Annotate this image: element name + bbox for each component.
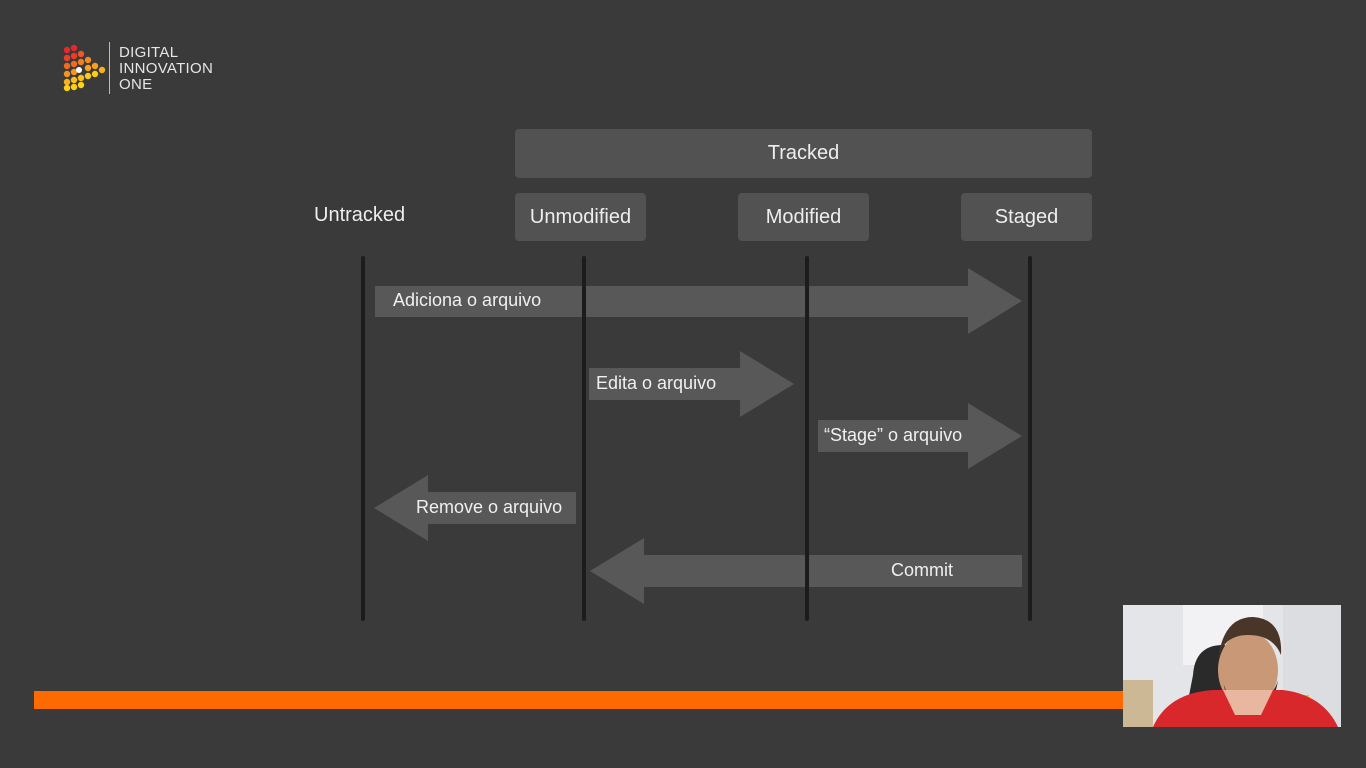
tracked-label: Tracked <box>767 142 840 164</box>
arrow-edit-file <box>589 351 794 417</box>
progress-bar-fill <box>34 691 1134 709</box>
lifeline-unmodified <box>582 256 586 621</box>
brand-name: DIGITAL INNOVATION ONE <box>119 45 213 93</box>
lifeline-untracked <box>361 256 365 621</box>
state-staged: Staged <box>961 193 1092 241</box>
state-unmodified-label: Unmodified <box>529 205 632 228</box>
brand-line-1: DIGITAL <box>119 44 179 61</box>
digital-innovation-one-logo-icon <box>63 44 106 92</box>
arrow-commit-label: Commit <box>891 560 953 580</box>
tracked-group-header: Tracked <box>515 129 1092 178</box>
arrow-stage-file-label: “Stage” o arquivo <box>824 425 963 445</box>
brand-line-2: INNOVATION <box>119 60 214 77</box>
state-modified-label: Modified <box>765 205 842 228</box>
arrow-add-file-label: Adiciona o arquivo <box>393 290 542 310</box>
state-modified: Modified <box>738 193 869 241</box>
presenter-webcam-icon <box>1123 605 1341 727</box>
arrow-add-file <box>375 268 1022 334</box>
logo-divider <box>109 42 110 94</box>
state-unmodified: Unmodified <box>515 193 646 241</box>
lifeline-staged <box>1028 256 1032 621</box>
brand-logo: DIGITAL INNOVATION ONE <box>62 42 232 96</box>
brand-line-3: ONE <box>119 76 153 93</box>
arrow-remove-file-label: Remove o arquivo <box>416 497 563 517</box>
state-untracked: Untracked <box>314 204 406 226</box>
presenter-webcam <box>1123 605 1341 727</box>
lifeline-modified <box>805 256 809 621</box>
state-staged-label: Staged <box>994 205 1059 228</box>
progress-bar <box>34 691 1134 709</box>
arrow-stage-file <box>818 403 1022 469</box>
arrow-edit-file-label: Edita o arquivo <box>596 373 717 393</box>
arrow-remove-file <box>374 475 576 541</box>
